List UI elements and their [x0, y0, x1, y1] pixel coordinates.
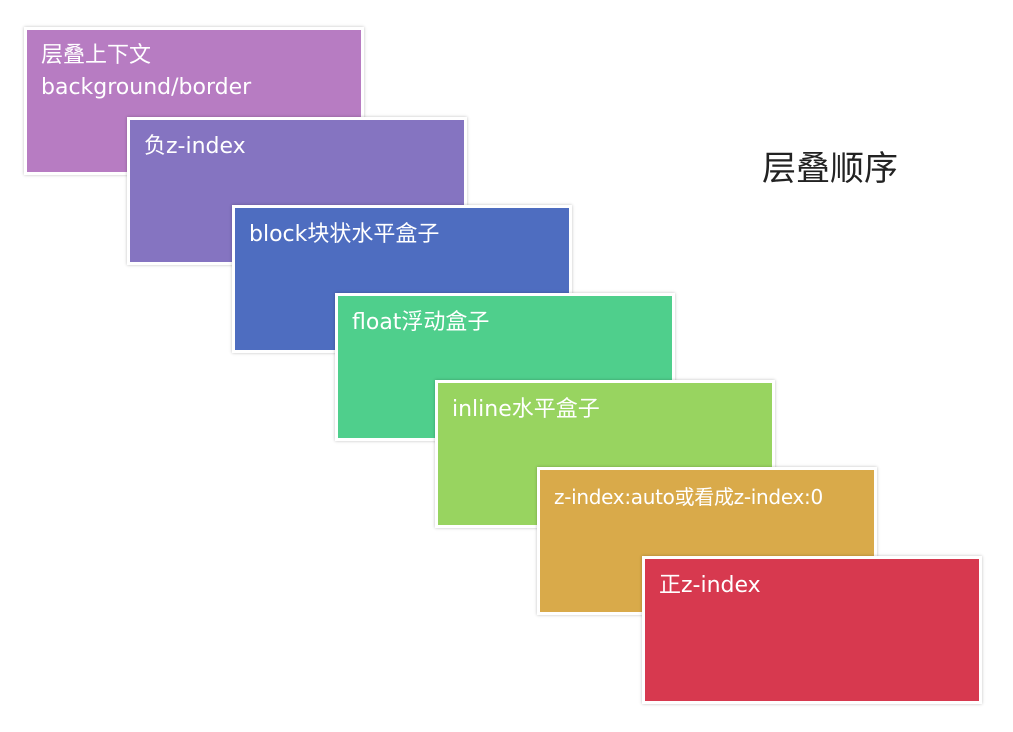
layer-label: 正z-index	[659, 573, 761, 598]
layer-label: block块状水平盒子	[249, 222, 440, 247]
layer-label-line-2: background/border	[41, 75, 252, 100]
layer-label: float浮动盒子	[352, 310, 490, 335]
layer-label: z-index:auto或看成z-index:0	[554, 485, 823, 509]
layer-label: inline水平盒子	[452, 397, 600, 422]
layer-inline-box: inline水平盒子	[435, 380, 775, 528]
layer-label: 负z-index	[144, 134, 246, 159]
diagram-title: 层叠顺序	[762, 149, 898, 189]
layer-positive-z-index: 正z-index	[642, 556, 982, 704]
layer-z-index-auto: z-index:auto或看成z-index:0	[537, 467, 877, 615]
layer-label-line-1: 层叠上下文	[41, 43, 152, 68]
